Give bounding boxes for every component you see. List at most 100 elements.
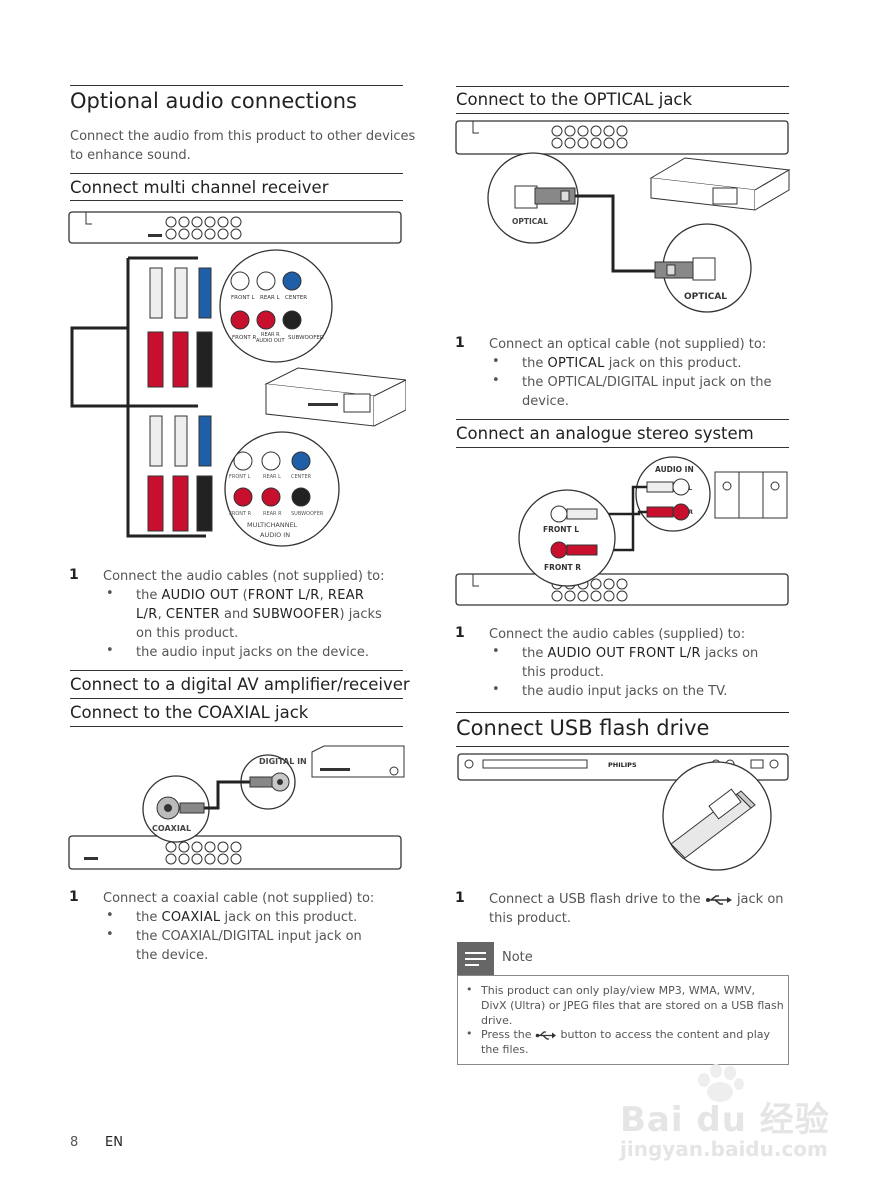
fig-rear-r-2: REAR R [263, 511, 282, 517]
note-label: Note [502, 950, 533, 965]
rule-multi [70, 173, 403, 174]
fig-coaxial: COAXIAL [152, 824, 191, 833]
watermark-logo: Bai du 经验 [620, 1100, 830, 1140]
fig-optical-product: OPTICAL [512, 217, 548, 226]
fig-digital-in: DIGITAL IN [259, 757, 307, 766]
note-item-1-cont: DivX (Ultra) or JPEG files that are stor… [481, 999, 784, 1012]
step-number: 1 [69, 889, 79, 905]
brand-logo: PHILIPS [608, 761, 637, 769]
bullet-item-cont: on this product. [136, 626, 239, 641]
bullet-dot: • [466, 1027, 473, 1040]
heading-analogue: Connect an analogue stereo system [456, 424, 754, 443]
step-number: 1 [455, 335, 465, 351]
fig-audio-in: AUDIO IN [260, 531, 290, 539]
rule-optical-bottom [456, 113, 789, 114]
player-rear-panel [68, 835, 402, 870]
rule-analogue-bottom [456, 447, 789, 448]
intro-line-2: to enhance sound. [70, 148, 191, 163]
jack-zoom-bottom [224, 431, 340, 547]
note-item-2: Press the button to access the content a… [481, 1028, 771, 1041]
usb-port [750, 759, 764, 769]
bullet-dot: • [492, 354, 500, 369]
usb-flash-drive [670, 788, 756, 859]
receiver-device [649, 157, 791, 211]
fig-multichannel: MULTICHANNEL [247, 521, 298, 529]
bullet-item-cont: this product. [522, 665, 604, 680]
fig-front-r: FRONT R [232, 335, 257, 341]
bullet-dot: • [106, 643, 114, 658]
bullet-dot: • [492, 644, 500, 659]
bullet-item: the COAXIAL jack on this product. [136, 910, 358, 925]
bullet-dot: • [492, 373, 500, 388]
step-text: Connect an optical cable (not supplied) … [489, 337, 767, 352]
step-number: 1 [69, 567, 79, 583]
multi-channel-figure: FRONT L REAR L CENTER FRONT R REAR R AUD… [68, 211, 406, 547]
bullet-item: the AUDIO OUT (FRONT L/R, REAR [136, 588, 365, 603]
bullet-dot: • [106, 908, 114, 923]
step-text: Connect a coaxial cable (not supplied) t… [103, 891, 375, 906]
heading-digital-amp: Connect to a digital AV amplifier/receiv… [70, 675, 410, 694]
fig-front-l-2: FRONT L [229, 474, 251, 480]
fig-l: L [688, 484, 692, 492]
heading-usb: Connect USB flash drive [456, 716, 710, 740]
rule-analogue [456, 419, 789, 420]
receiver-device [264, 367, 406, 427]
fig-front-r-2: FRONT R [229, 511, 252, 517]
fig-subwoofer-2: SUBWOOFER [291, 511, 324, 517]
rule-digital [70, 670, 403, 671]
page-title: Optional audio connections [70, 89, 357, 113]
fig-center-2: CENTER [291, 474, 312, 480]
fig-audio-out: AUDIO OUT [256, 338, 286, 344]
fig-rear-l-2: REAR L [263, 474, 281, 480]
stereo-system [714, 471, 788, 519]
fig-front-l: FRONT L [231, 295, 256, 301]
bullet-item-cont: the device. [136, 948, 209, 963]
optical-figure: OPTICAL OPTICAL [455, 120, 791, 313]
fig-optical-device: OPTICAL [684, 292, 727, 302]
bullet-item-cont: L/R, CENTER and SUBWOOFER) jacks [136, 607, 382, 622]
heading-multi-channel: Connect multi channel receiver [70, 178, 329, 197]
fig-front-l: FRONT L [543, 525, 579, 534]
note-icon [457, 942, 494, 975]
rule-usb [456, 712, 789, 713]
rca-plugs-top [147, 267, 213, 388]
bullet-item: the AUDIO OUT FRONT L/R jacks on [522, 646, 759, 661]
bullet-item: the audio input jacks on the device. [136, 645, 369, 660]
language-code: EN [105, 1135, 123, 1150]
fig-center: CENTER [285, 295, 307, 301]
jack-zoom-top [219, 249, 333, 363]
step-text: Connect the audio cables (not supplied) … [103, 569, 385, 584]
fig-audio-in: AUDIO IN [655, 465, 694, 474]
watermark-url: jingyan.baidu.com [620, 1137, 828, 1161]
note-box [457, 975, 789, 1065]
bullet-dot: • [492, 682, 500, 697]
fig-front-r: FRONT R [544, 563, 581, 572]
rule-usb-bottom [456, 746, 789, 747]
note-item-2-cont: the files. [481, 1043, 529, 1056]
page-number: 8 [70, 1135, 79, 1150]
rule-coax-bottom [70, 726, 403, 727]
av-amplifier [311, 745, 405, 778]
fig-rear-l: REAR L [260, 295, 281, 301]
coaxial-figure: DIGITAL IN COAXIAL [68, 745, 405, 870]
bullet-item: the OPTICAL jack on this product. [522, 356, 742, 371]
fig-subwoofer: SUBWOOFER [288, 335, 324, 341]
fig-r: R [688, 508, 693, 516]
heading-coaxial: Connect to the COAXIAL jack [70, 703, 309, 722]
analogue-figure: AUDIO IN L R FRONT L FRONT R [455, 456, 789, 606]
rule-coax [70, 698, 403, 699]
step-number: 1 [455, 890, 465, 906]
step-number: 1 [455, 625, 465, 641]
bullet-item-cont: device. [522, 394, 569, 409]
usb-icon [705, 894, 732, 905]
note-item-1-cont: drive. [481, 1014, 513, 1027]
bullet-item: the audio input jacks on the TV. [522, 684, 728, 699]
intro-line-1: Connect the audio from this product to o… [70, 129, 416, 144]
bullet-item: the OPTICAL/DIGITAL input jack on the [522, 375, 772, 390]
step-text: Connect a USB flash drive to the jack on [489, 892, 784, 907]
baidu-paw-logo [698, 1064, 744, 1102]
fig-rear-r: REAR R [261, 332, 280, 338]
bullet-dot: • [106, 927, 114, 942]
bullet-dot: • [106, 586, 114, 601]
bullet-item: the COAXIAL/DIGITAL input jack on [136, 929, 362, 944]
